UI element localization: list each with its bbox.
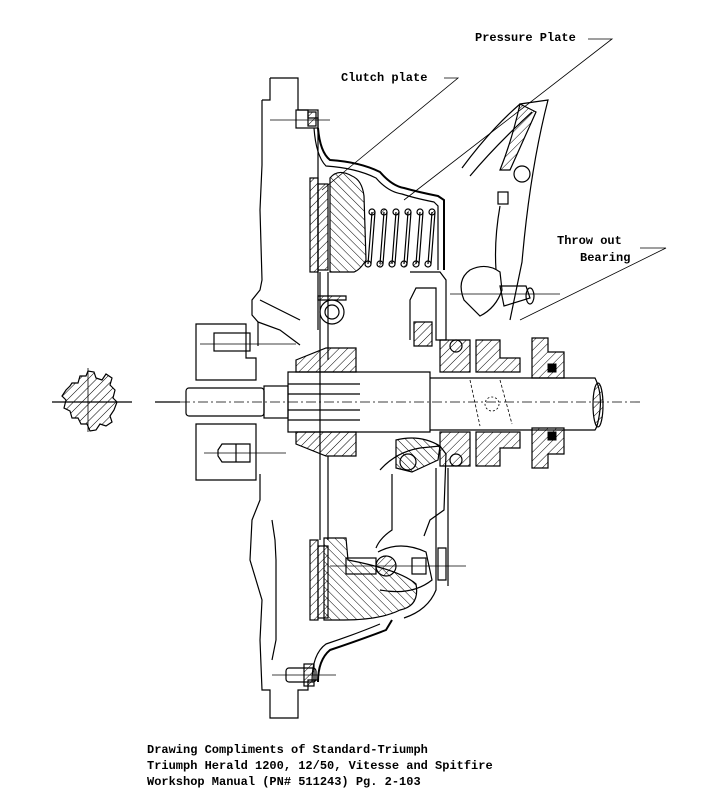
input-shaft [287,371,604,433]
gearbox-cover [403,468,449,619]
clutch-plate-leader [321,77,460,191]
throw-out-bearing-label-line2: Bearing [580,251,631,265]
pressure-springs [364,208,436,268]
caption-line-1: Drawing Compliments of Standard-Triumph [147,743,428,757]
throw-out-bearing [439,99,565,469]
spline-end-view [52,368,180,432]
clutch-disc-hub [295,347,357,457]
pressure-plate-label: Pressure Plate [475,31,576,45]
crankshaft-flange [185,323,296,481]
clutch-cover [311,127,445,683]
release-lever-lower [330,437,466,593]
leader-lines [321,38,667,321]
flywheel [249,77,336,719]
pressure-plate-leader [403,38,614,201]
throw-out-bearing-label-line1: Throw out [557,234,622,248]
caption-line-3: Workshop Manual (PN# 511243) Pg. 2-103 [147,775,421,789]
caption-line-2: Triumph Herald 1200, 12/50, Vitesse and … [147,759,493,773]
release-lever-upper [317,271,447,347]
throw-out-bearing-leader [519,247,667,321]
clutch-plate-label: Clutch plate [341,71,428,85]
friction-linings [309,177,329,621]
